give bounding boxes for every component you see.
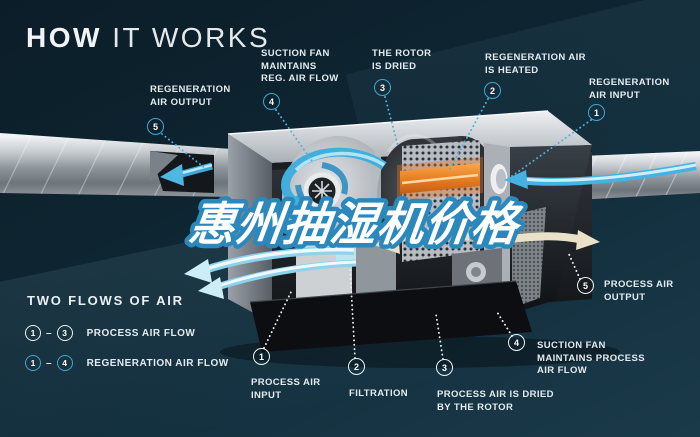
legend-heading: TWO FLOWS OF AIR (27, 293, 184, 308)
legend-marker-to: 3 (56, 325, 73, 341)
callout-marker-reg-1: 1 (588, 104, 605, 121)
callout-marker-proc-1: 1 (253, 348, 270, 365)
callout-marker-proc-3: 3 (436, 359, 453, 376)
label-filtration: FILTRATION (349, 388, 409, 399)
page-title: HOW IT WORKS (26, 22, 270, 54)
callout-marker-proc-5: 5 (577, 277, 594, 294)
label-regeneration-air-heated: REGENERATION AIR IS HEATED (485, 52, 586, 76)
legend-marker-from: 1 (25, 325, 41, 341)
legend-marker-from: 1 (25, 355, 41, 371)
label-process-air-dried: PROCESS AIR IS DRIED BY THE ROTOR (437, 389, 554, 413)
overlay-text: 惠州抽湿机价格 (186, 198, 525, 250)
label-process-air-input: PROCESS AIR INPUT (251, 377, 321, 401)
callout-marker-proc-2: 2 (348, 358, 365, 375)
legend-separator: – (46, 357, 52, 369)
callout-marker-proc-4: 4 (508, 334, 525, 351)
label-regeneration-air-input: REGENERATION AIR INPUT (589, 77, 670, 101)
legend-marker-to: 4 (56, 355, 73, 371)
title-light: IT WORKS (112, 22, 271, 53)
legend-row-regeneration: 1 – 4 REGENERATION AIR FLOW (25, 355, 229, 371)
suction-fan (278, 147, 387, 216)
leader-lines (161, 96, 592, 360)
callout-marker-reg-2: 2 (484, 82, 501, 99)
callout-marker-reg-3: 3 (374, 79, 391, 96)
label-suction-fan-process: SUCTION FAN MAINTAINS PROCESS AIR FLOW (537, 340, 645, 377)
legend-label-regeneration: REGENERATION AIR FLOW (86, 357, 229, 369)
legend-label-process: PROCESS AIR FLOW (86, 327, 196, 339)
fan-spokes (312, 181, 332, 201)
process-output-arrow (495, 232, 583, 245)
callout-marker-reg-5: 5 (147, 118, 164, 135)
legend-separator: – (46, 327, 52, 339)
callout-marker-reg-4: 4 (263, 93, 280, 110)
left-duct (0, 133, 232, 197)
title-bold: HOW (26, 22, 102, 53)
airflow-arrows (184, 162, 697, 299)
right-wall (510, 145, 592, 314)
machine-base (249, 280, 532, 352)
label-regeneration-air-output: REGENERATION AIR OUTPUT (150, 84, 231, 108)
label-suction-fan-reg: SUCTION FAN MAINTAINS REG. AIR FLOW (261, 48, 339, 85)
label-rotor-dried: THE ROTOR IS DRIED (372, 48, 432, 72)
label-process-air-output: PROCESS AIR OUTPUT (604, 279, 674, 303)
legend-row-process: 1 – 3 PROCESS AIR FLOW (25, 325, 195, 341)
overlay-watermark: 惠州抽湿机价格 (182, 194, 530, 255)
